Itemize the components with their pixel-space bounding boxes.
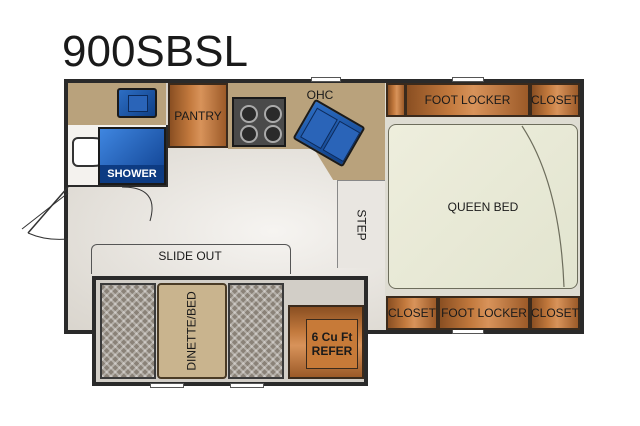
step-label: STEP bbox=[354, 208, 369, 241]
pantry-cabinet: PANTRY bbox=[168, 83, 228, 148]
shower-label: SHOWER bbox=[100, 165, 164, 183]
ohc-label: OHC bbox=[306, 88, 334, 102]
refer-cabinet: 6 Cu Ft REFER bbox=[288, 305, 364, 379]
slide-window bbox=[150, 383, 184, 388]
queen-bed-label: QUEEN BED bbox=[447, 199, 519, 214]
dinette-table: DINETTE/BED bbox=[157, 283, 227, 379]
foot-locker-top: FOOT LOCKER bbox=[405, 83, 530, 117]
bed-corner-fold bbox=[521, 125, 565, 288]
stove-icon bbox=[232, 97, 286, 147]
top-window-right bbox=[452, 77, 484, 82]
dinette-cushion-left bbox=[100, 283, 156, 379]
entry-door-icon bbox=[21, 186, 69, 240]
closet-bottom-right-label: CLOSET bbox=[531, 306, 580, 320]
closet-bottom-left-label: CLOSET bbox=[388, 306, 437, 320]
foot-locker-bottom-label: FOOT LOCKER bbox=[441, 306, 527, 320]
slide-window-right bbox=[230, 383, 264, 388]
dinette-bed-label: DINETTE/BED bbox=[185, 291, 199, 371]
dinette-cushion-right bbox=[228, 283, 284, 379]
closet-bottom-left: CLOSET bbox=[386, 296, 438, 330]
closet-bottom-right: CLOSET bbox=[530, 296, 580, 330]
bath-sink-icon bbox=[117, 88, 157, 118]
closet-top-right: CLOSET bbox=[530, 83, 580, 117]
top-window-left bbox=[311, 77, 341, 82]
closet-top-right-label: CLOSET bbox=[531, 93, 580, 107]
foot-locker-top-label: FOOT LOCKER bbox=[424, 93, 511, 107]
floorplan-title: 900SBSL bbox=[62, 27, 248, 76]
bath-door-swing bbox=[121, 186, 153, 222]
foot-locker-bottom: FOOT LOCKER bbox=[438, 296, 530, 330]
pantry-label: PANTRY bbox=[174, 108, 222, 123]
top-left-cabinet bbox=[386, 83, 406, 117]
slide-out-outline bbox=[91, 244, 291, 274]
refer-label: 6 Cu Ft REFER bbox=[306, 319, 358, 369]
slide-out-label: SLIDE OUT bbox=[158, 249, 222, 263]
queen-bed: QUEEN BED bbox=[388, 124, 578, 289]
step: STEP bbox=[337, 180, 385, 268]
